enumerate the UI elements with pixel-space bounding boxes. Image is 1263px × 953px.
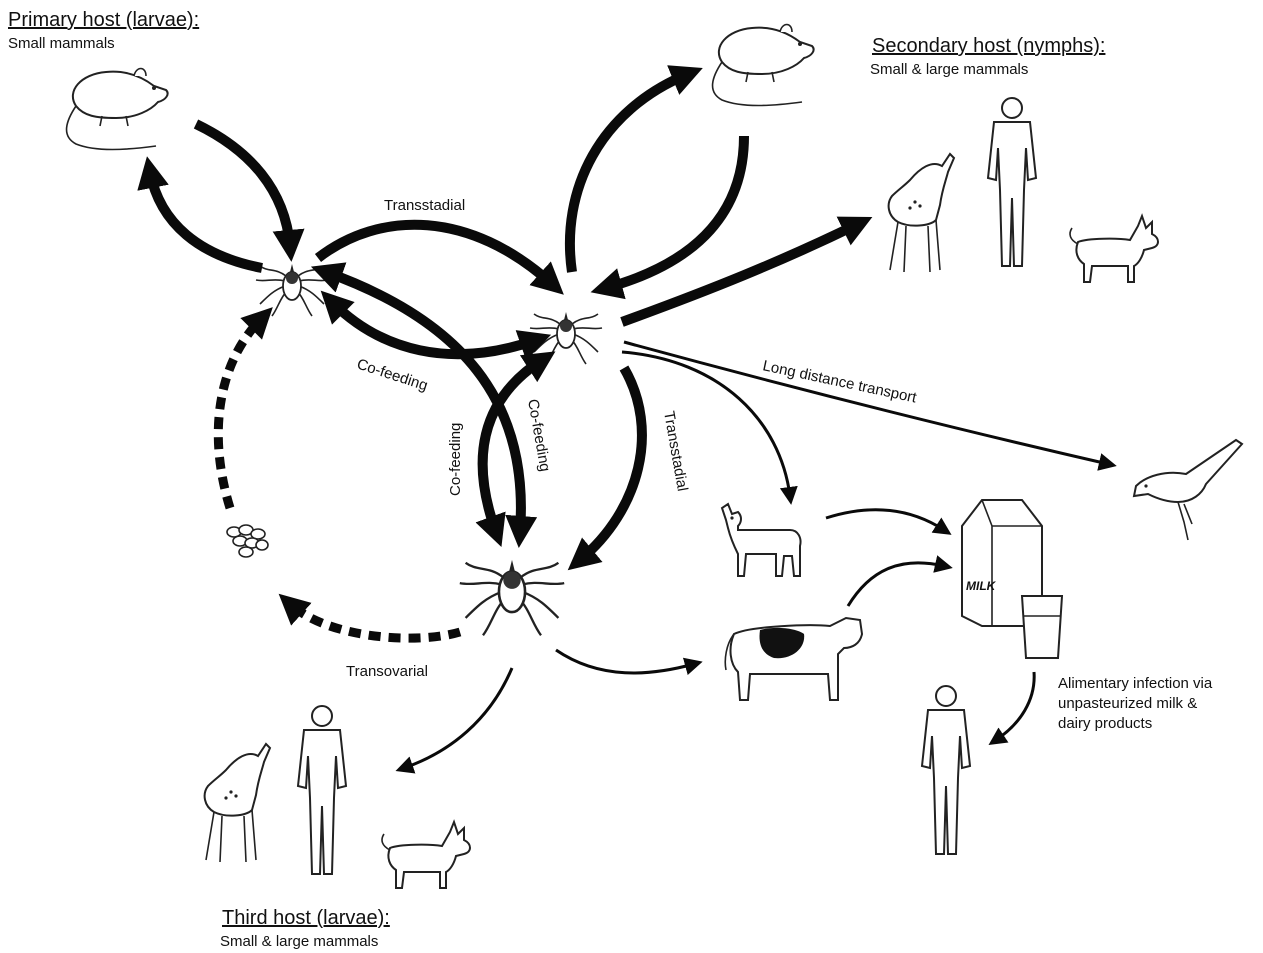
nymph-tick-icon [529, 311, 603, 365]
third-host-subtitle: Small & large mammals [220, 933, 378, 950]
secondary-host-subtitle: Small & large mammals [870, 61, 1028, 78]
arrow-cofeeding-larva-adult [310, 262, 538, 548]
primary-host-rodent-icon [65, 67, 169, 151]
secondary-host-heading: Secondary host (nymphs): Small & large m… [870, 35, 1105, 78]
arrow-long-distance-transport [623, 340, 1117, 471]
secondary-host-rodent-icon [711, 23, 815, 107]
third-host-heading: Third host (larvae): Small & large mamma… [220, 907, 390, 950]
alimentary-infection-note: Alimentary infection via unpasteurized m… [1058, 675, 1213, 732]
eggs-icon [226, 524, 269, 558]
alimentary-line-3: dairy products [1058, 715, 1152, 732]
third-host-human-icon [297, 705, 347, 875]
third-host-title: Third host (larvae): [222, 907, 390, 929]
label-transstadial-top: Transstadial [384, 197, 465, 214]
arrow-rodent-to-nymph [590, 135, 749, 300]
label-cofeeding-left: Co-feeding [355, 356, 430, 395]
arrow-cow-to-milk [846, 555, 953, 607]
arrow-transstadial-nymph-to-adult [567, 365, 647, 571]
label-transstadial-right: Transstadial [660, 410, 691, 493]
goat-icon [721, 503, 802, 577]
label-transovarial: Transovarial [346, 663, 428, 680]
arrow-nymph-to-rodent [564, 65, 703, 273]
arrow-rodent-to-larva [193, 119, 305, 262]
label-cofeeding-vertical-2: Co-feeding [524, 398, 553, 473]
secondary-host-dog-icon [1069, 215, 1159, 283]
third-host-deer-icon [203, 743, 271, 863]
alimentary-human-icon [921, 685, 971, 855]
milk-carton-label: MILK [966, 579, 997, 593]
arrow-nymph-to-goat [621, 350, 798, 505]
arrow-milk-to-human [988, 671, 1036, 745]
larva-tick-icon [255, 263, 329, 317]
bird-icon [1133, 439, 1243, 541]
primary-host-subtitle: Small mammals [8, 35, 115, 52]
arrow-transovarial [278, 593, 462, 643]
arrow-adult-to-cow [555, 648, 703, 676]
arrow-nymph-to-secondary-hosts [620, 216, 873, 327]
cow-icon [724, 617, 863, 701]
label-cofeeding-vertical-1: Co-feeding [447, 423, 464, 496]
alimentary-line-1: Alimentary infection via [1058, 675, 1213, 692]
arrow-cofeeding-nymph-adult [475, 351, 556, 548]
arrow-larva-to-rodent [137, 156, 263, 273]
arrow-eggs-to-larva [213, 307, 273, 510]
third-host-dog-icon [381, 821, 471, 889]
secondary-host-title: Secondary host (nymphs): [872, 35, 1105, 57]
arrow-adult-to-third-host [395, 667, 514, 774]
adult-tick-icon [458, 558, 566, 637]
arrow-goat-to-milk [825, 508, 952, 535]
arrow-transstadial-larva-to-nymph [314, 219, 564, 295]
secondary-host-deer-icon [887, 153, 955, 273]
primary-host-heading: Primary host (larvae): Small mammals [8, 9, 199, 52]
alimentary-line-2: unpasteurized milk & [1058, 695, 1197, 712]
primary-host-title: Primary host (larvae): [8, 9, 199, 31]
secondary-host-human-icon [987, 97, 1037, 267]
